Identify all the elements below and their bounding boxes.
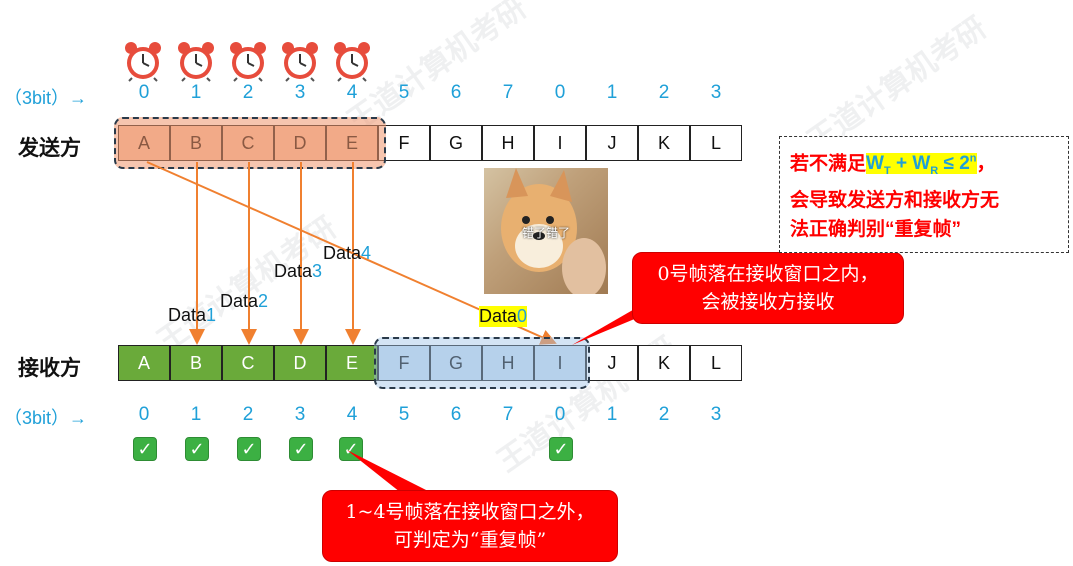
top-seq-5: 5 [398, 82, 410, 103]
bottom-seq-0: 0 [138, 404, 150, 425]
receiver-frame-5: F [378, 345, 430, 381]
top-seq-0: 0 [138, 82, 150, 103]
bottom-seq-7: 7 [502, 404, 514, 425]
callout-duplicate-frames: 1~4号帧落在接收窗口之外，可判定为“重复帧” [322, 490, 618, 562]
top-seq-2: 2 [242, 82, 254, 103]
top-seq-10: 2 [658, 82, 670, 103]
check-icon: ✓ [289, 437, 313, 461]
sender-frame-6: G [430, 125, 482, 161]
bottom-seq-8: 0 [554, 404, 566, 425]
sender-frame-3: D [274, 125, 326, 161]
receiver-frame-2: C [222, 345, 274, 381]
top-seq-8: 0 [554, 82, 566, 103]
bottom-seq-1: 1 [190, 404, 202, 425]
receiver-frame-10: K [638, 345, 690, 381]
receiver-frame-1: B [170, 345, 222, 381]
sender-title: 发送方 [18, 137, 81, 160]
sender-frame-10: K [638, 125, 690, 161]
data-label-2: Data2 [220, 291, 269, 311]
sender-frame-11: L [690, 125, 742, 161]
callout-frame0-accepted: 0号帧落在接收窗口之内，会被接收方接收 [632, 252, 904, 324]
sender-frame-2: C [222, 125, 274, 161]
receiver-frame-7: H [482, 345, 534, 381]
sender-frame-7: H [482, 125, 534, 161]
check-icon: ✓ [339, 437, 363, 461]
receiver-frame-6: G [430, 345, 482, 381]
data-label-4: Data4 [323, 243, 372, 263]
window-formula: WT + WR ≤ 2n [866, 153, 977, 178]
bottom-seq-4: 4 [346, 404, 358, 425]
top-seq-6: 6 [450, 82, 462, 103]
sender-frame-0: A [118, 125, 170, 161]
alarm-clock-icon [178, 42, 214, 82]
top-seq-4: 4 [346, 82, 358, 103]
bottom-seq-5: 5 [398, 404, 410, 425]
receiver-frame-8: I [534, 345, 586, 381]
bottom-seq-10: 2 [658, 404, 670, 425]
receiver-frame-4: E [326, 345, 378, 381]
receiver-frame-9: J [586, 345, 638, 381]
bottom-seq-2: 2 [242, 404, 254, 425]
condition-note: 若不满足WT + WR ≤ 2n， 会导致发送方和接收方无 法正确判别“重复帧” [779, 136, 1069, 254]
bottom-seq-3: 3 [294, 404, 306, 425]
sender-frame-8: I [534, 125, 586, 161]
top-seq-7: 7 [502, 82, 514, 103]
receiver-frame-11: L [690, 345, 742, 381]
check-icon: ✓ [237, 437, 261, 461]
data-label-1: Data1 [168, 305, 217, 325]
sender-frame-5: F [378, 125, 430, 161]
sender-frame-4: E [326, 125, 378, 161]
watermark: 王道计算机考研 [151, 211, 343, 359]
alarm-clock-icon [334, 42, 370, 82]
alarm-clock-icon [282, 42, 318, 82]
data-label-0: Data0 [479, 306, 528, 327]
receiver-frame-3: D [274, 345, 326, 381]
top-seq-3: 3 [294, 82, 306, 103]
alarm-clock-icon [125, 42, 161, 82]
bottom-seq-11: 3 [710, 404, 722, 425]
top-seq-9: 1 [606, 82, 618, 103]
top-seq-1: 1 [190, 82, 202, 103]
doge-face-icon [501, 168, 606, 294]
bottom-seq-9: 1 [606, 404, 618, 425]
check-icon: ✓ [549, 437, 573, 461]
doge-caption: 错了错了 [521, 226, 570, 240]
sender-frame-9: J [586, 125, 638, 161]
check-icon: ✓ [133, 437, 157, 461]
receiver-frame-0: A [118, 345, 170, 381]
receiver-title: 接收方 [18, 357, 81, 380]
data-label-3: Data3 [274, 261, 323, 281]
doge-meme-image: 错了错了 [484, 168, 608, 294]
top-seq-11: 3 [710, 82, 722, 103]
seq-label-bottom: （3bit）→ [4, 408, 88, 428]
sender-frame-1: B [170, 125, 222, 161]
check-icon: ✓ [185, 437, 209, 461]
bottom-seq-6: 6 [450, 404, 462, 425]
seq-label-top: （3bit）→ [4, 88, 88, 108]
alarm-clock-icon [230, 42, 266, 82]
